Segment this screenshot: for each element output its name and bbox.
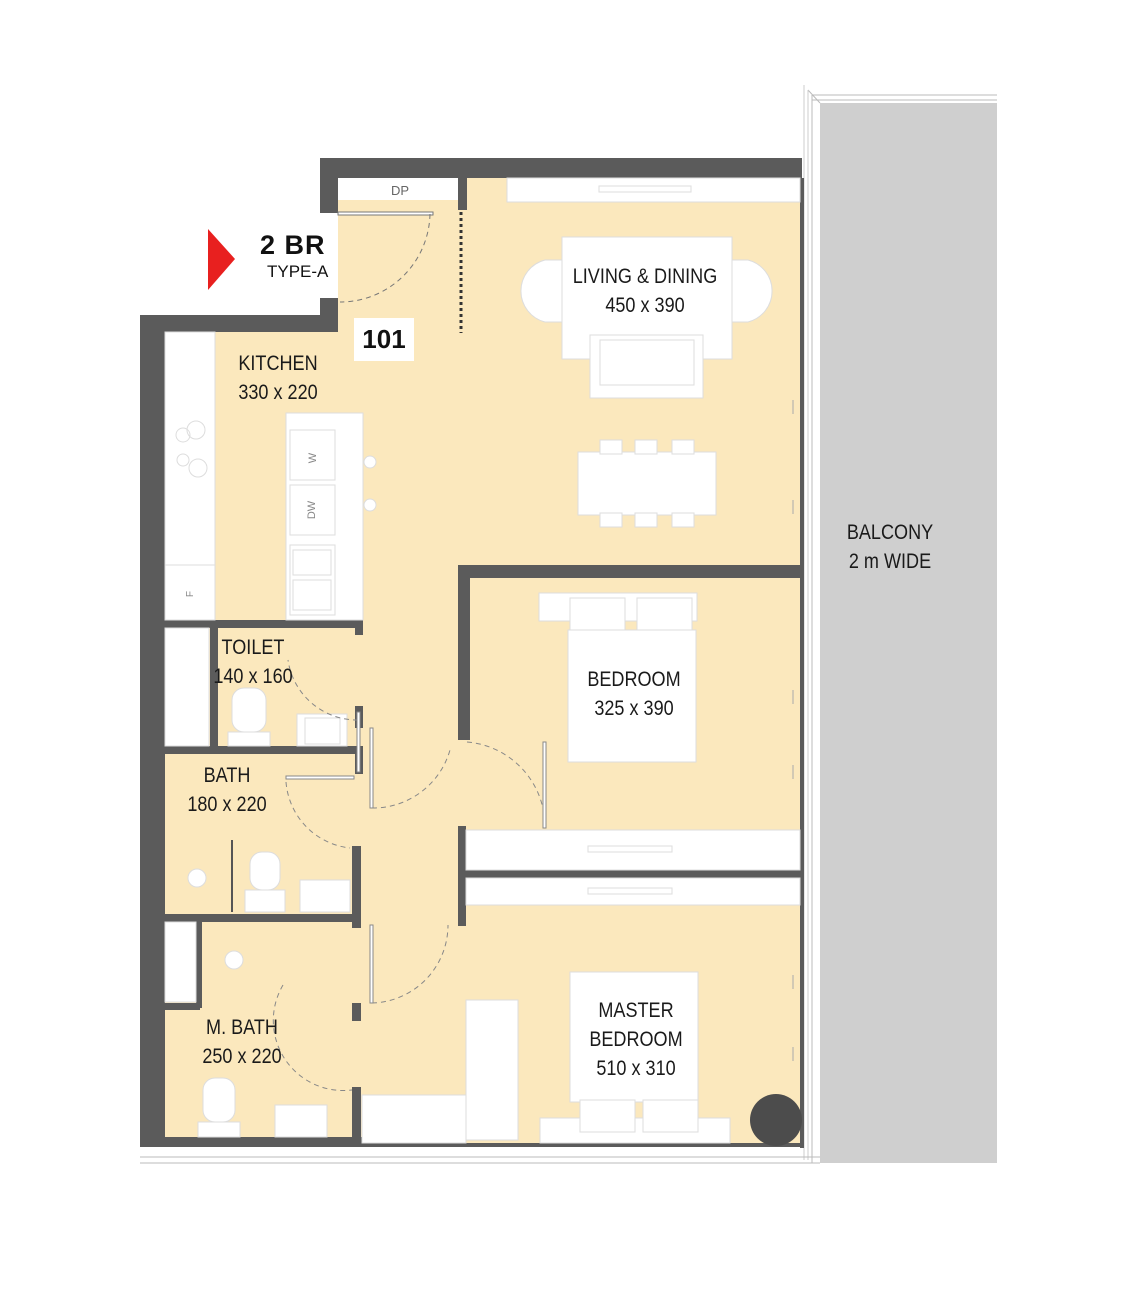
master-name-2: BEDROOM (589, 1028, 683, 1051)
unit-number: 101 (362, 324, 405, 354)
living-name: LIVING & DINING (572, 265, 718, 288)
room-label-balcony: BALCONY 2 m WIDE (834, 518, 946, 576)
room-label-mbath: M. BATH 250 x 220 (186, 1013, 298, 1071)
column-icon (750, 1094, 802, 1146)
master-bath-fixtures (164, 921, 328, 1138)
balcony-size: 2 m WIDE (848, 550, 932, 573)
unit-number-box (354, 318, 414, 361)
bath-size: 180 x 220 (187, 793, 267, 816)
master-name-1: MASTER (598, 999, 674, 1022)
toilet-door (287, 659, 361, 773)
master-size: 510 x 310 (596, 1057, 676, 1080)
bath-door (285, 775, 355, 849)
room-label-master: MASTER BEDROOM 510 x 310 (580, 996, 692, 1083)
kitchen-name: KITCHEN (238, 352, 318, 375)
master-bath-door (272, 924, 449, 1092)
unit-type-title: 2 BR (260, 230, 326, 260)
duct-box (338, 178, 458, 200)
mbath-size: 250 x 220 (202, 1045, 282, 1068)
bedroom-size: 325 x 390 (594, 697, 674, 720)
room-label-kitchen: KITCHEN 330 x 220 (209, 349, 347, 407)
walls (140, 158, 804, 1148)
toilet-size: 140 x 160 (213, 665, 293, 688)
dishwasher-label: DW (306, 500, 318, 519)
room-label-living: LIVING & DINING 450 x 390 (559, 262, 731, 320)
room-label-bath: BATH 180 x 220 (171, 761, 283, 819)
living-furniture (506, 177, 801, 528)
fridge-label: F (185, 591, 196, 597)
bedroom-door (369, 727, 547, 829)
mbath-name: M. BATH (206, 1016, 278, 1039)
kitchen-size: 330 x 220 (238, 381, 318, 404)
unit-variant-subtitle: TYPE-A (267, 262, 329, 281)
toilet-fixtures (164, 627, 348, 747)
entrance-arrow-icon (208, 229, 235, 290)
washer-label: W (307, 452, 319, 463)
toilet-name: TOILET (221, 636, 285, 659)
bedroom-name: BEDROOM (587, 668, 681, 691)
living-size: 450 x 390 (605, 294, 685, 317)
master-furniture (361, 877, 801, 1144)
kitchen-counters (164, 331, 377, 621)
glazing-lines (140, 1156, 820, 1164)
entry-door (337, 211, 434, 303)
room-label-toilet: TOILET 140 x 160 (197, 633, 309, 691)
room-label-bedroom: BEDROOM 325 x 390 (578, 665, 690, 723)
bath-name: BATH (203, 764, 251, 787)
balcony-name: BALCONY (846, 521, 934, 544)
duct-label: DP (391, 183, 409, 198)
bedroom-furniture (465, 592, 801, 871)
balcony (803, 85, 997, 1163)
bath-fixtures (187, 840, 351, 913)
